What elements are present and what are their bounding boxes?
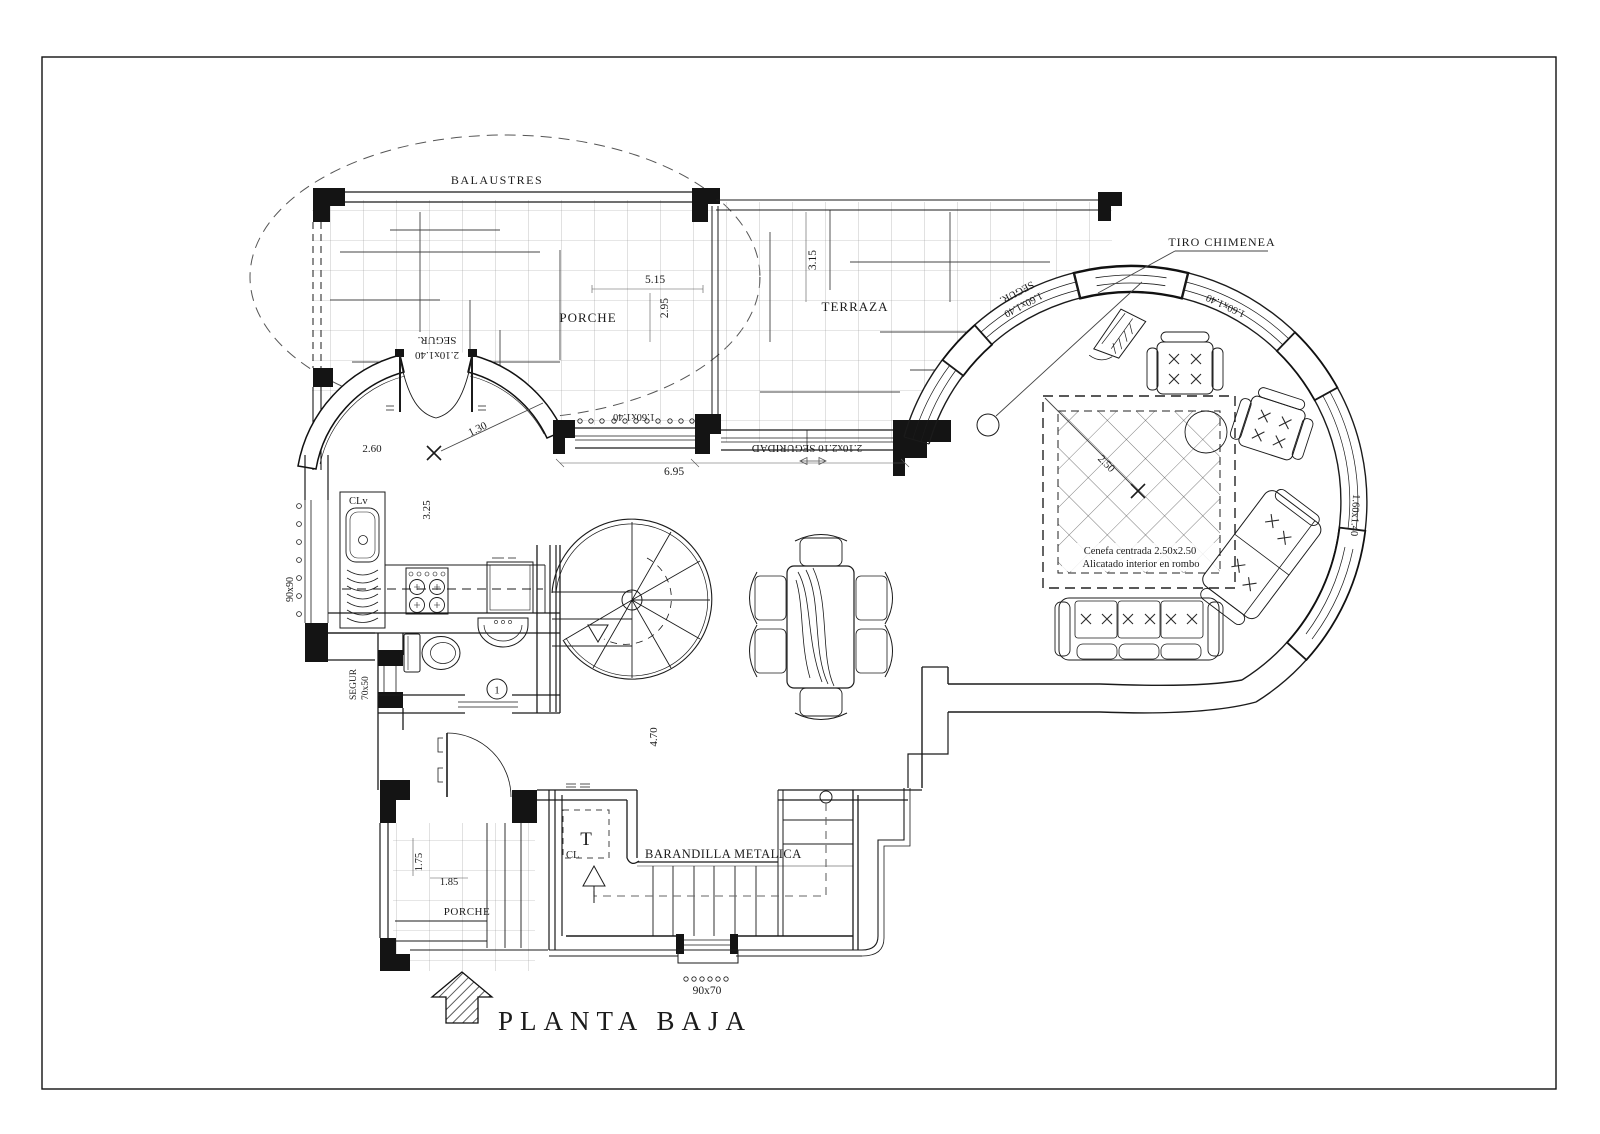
tiro-chimenea-label: TIRO CHIMENEA xyxy=(1168,235,1275,249)
porch-bottom-label: PORCHE xyxy=(444,906,490,918)
center-cross xyxy=(426,445,442,461)
bath-window-label-1: SEGUR xyxy=(349,668,359,700)
sofa-two-seat xyxy=(1200,488,1322,626)
dim-325: 3.25 xyxy=(421,500,433,520)
stair-window-label: 90x70 xyxy=(693,985,722,997)
dim-695: 6.95 xyxy=(664,466,684,478)
svg-text:5.15: 5.15 xyxy=(645,274,665,286)
terrace-window-label: 2.10x2.10 SEGURIDAD xyxy=(752,442,862,454)
barandilla-label: BARANDILLA METALICA xyxy=(645,847,802,861)
dim-260: 2.60 xyxy=(362,443,382,455)
closet-cl-label: CL xyxy=(566,850,579,861)
porch-left-wall xyxy=(312,222,333,470)
terrace-label: TERRAZA xyxy=(822,299,889,314)
page-title: PLANTA BAJA xyxy=(498,1006,752,1036)
cenefa-label-2: Alicatado interior en rombo xyxy=(1083,559,1200,570)
bath-window-label-2: 70x50 xyxy=(361,676,371,700)
dim-315: 3.15 xyxy=(805,212,819,302)
kitchen-window-bars xyxy=(296,503,302,617)
svg-text:2.10x1.40: 2.10x1.40 xyxy=(415,349,460,361)
washbasin xyxy=(477,617,529,648)
closet-t-label: T xyxy=(580,829,592,850)
svg-text:3.15: 3.15 xyxy=(807,250,819,270)
fireplace-sketch xyxy=(1088,308,1147,361)
armchair-2 xyxy=(1229,387,1314,461)
porch-window-wall: 1.60x1.40 2.10x2.10 SEGURIDAD 6.95 xyxy=(553,411,951,478)
sink-label: CLv xyxy=(349,496,368,507)
entry-door-swings xyxy=(399,357,473,419)
porch-window-label: 1.60x1.40 xyxy=(613,411,655,422)
arc-window-d-label: 1.60x1.40 xyxy=(1348,494,1361,537)
dim-185: 1.85 xyxy=(440,877,458,888)
kitchen-window-label: 90x90 xyxy=(285,577,296,602)
vestibule: 2.10x1.40 SEGUR. 1.30 2.60 3.25 xyxy=(297,334,565,520)
dim-175: 1.75 xyxy=(414,853,425,871)
dining-set xyxy=(749,534,893,720)
dim-515: 5.15 xyxy=(591,274,704,293)
porch-window-spindles xyxy=(577,418,695,424)
sofa-three-seat xyxy=(1054,597,1224,661)
entry-arrow xyxy=(430,971,494,1024)
stairwell: T CL BARANDILLA METALICA 90x70 xyxy=(537,783,922,997)
armchair-1 xyxy=(1146,331,1224,395)
svg-text:SEGUR.: SEGUR. xyxy=(417,334,456,346)
svg-text:2.95: 2.95 xyxy=(659,298,671,318)
dim-295: 2.95 xyxy=(649,293,671,342)
balaustres-label: BALAUSTRES xyxy=(451,173,543,187)
kitchen: 90x90 CLv xyxy=(285,455,546,662)
spiral-staircase: 4.70 xyxy=(549,518,713,747)
entry-door-leaves xyxy=(399,356,473,412)
porch-top-label: PORCHE xyxy=(559,310,616,325)
rug: 2.50 Cenefa centrada 2.50x2.50 Alicatado… xyxy=(1042,395,1236,589)
entry-porch: 1.75 1.85 PORCHE xyxy=(379,780,548,1024)
closet-dashed-box xyxy=(562,809,610,859)
entry-window-label: 2.10x1.40 SEGUR. xyxy=(415,334,460,361)
kitchen-sink: CLv xyxy=(339,491,386,629)
fireplace: TIRO CHIMENEA xyxy=(976,235,1275,437)
southeast-walls xyxy=(907,666,1257,788)
porch-top-wall xyxy=(313,188,1122,420)
stove xyxy=(405,567,449,615)
dim-470: 4.70 xyxy=(648,727,660,747)
entry-hall-door xyxy=(437,732,537,823)
bathroom: SEGUR 70x50 1 xyxy=(328,545,561,790)
toilet xyxy=(403,633,461,673)
bath-number: 1 xyxy=(494,685,500,697)
rug-center-cross xyxy=(1130,483,1146,499)
cenefa-label-1: Cenefa centrada 2.50x2.50 xyxy=(1084,546,1197,557)
